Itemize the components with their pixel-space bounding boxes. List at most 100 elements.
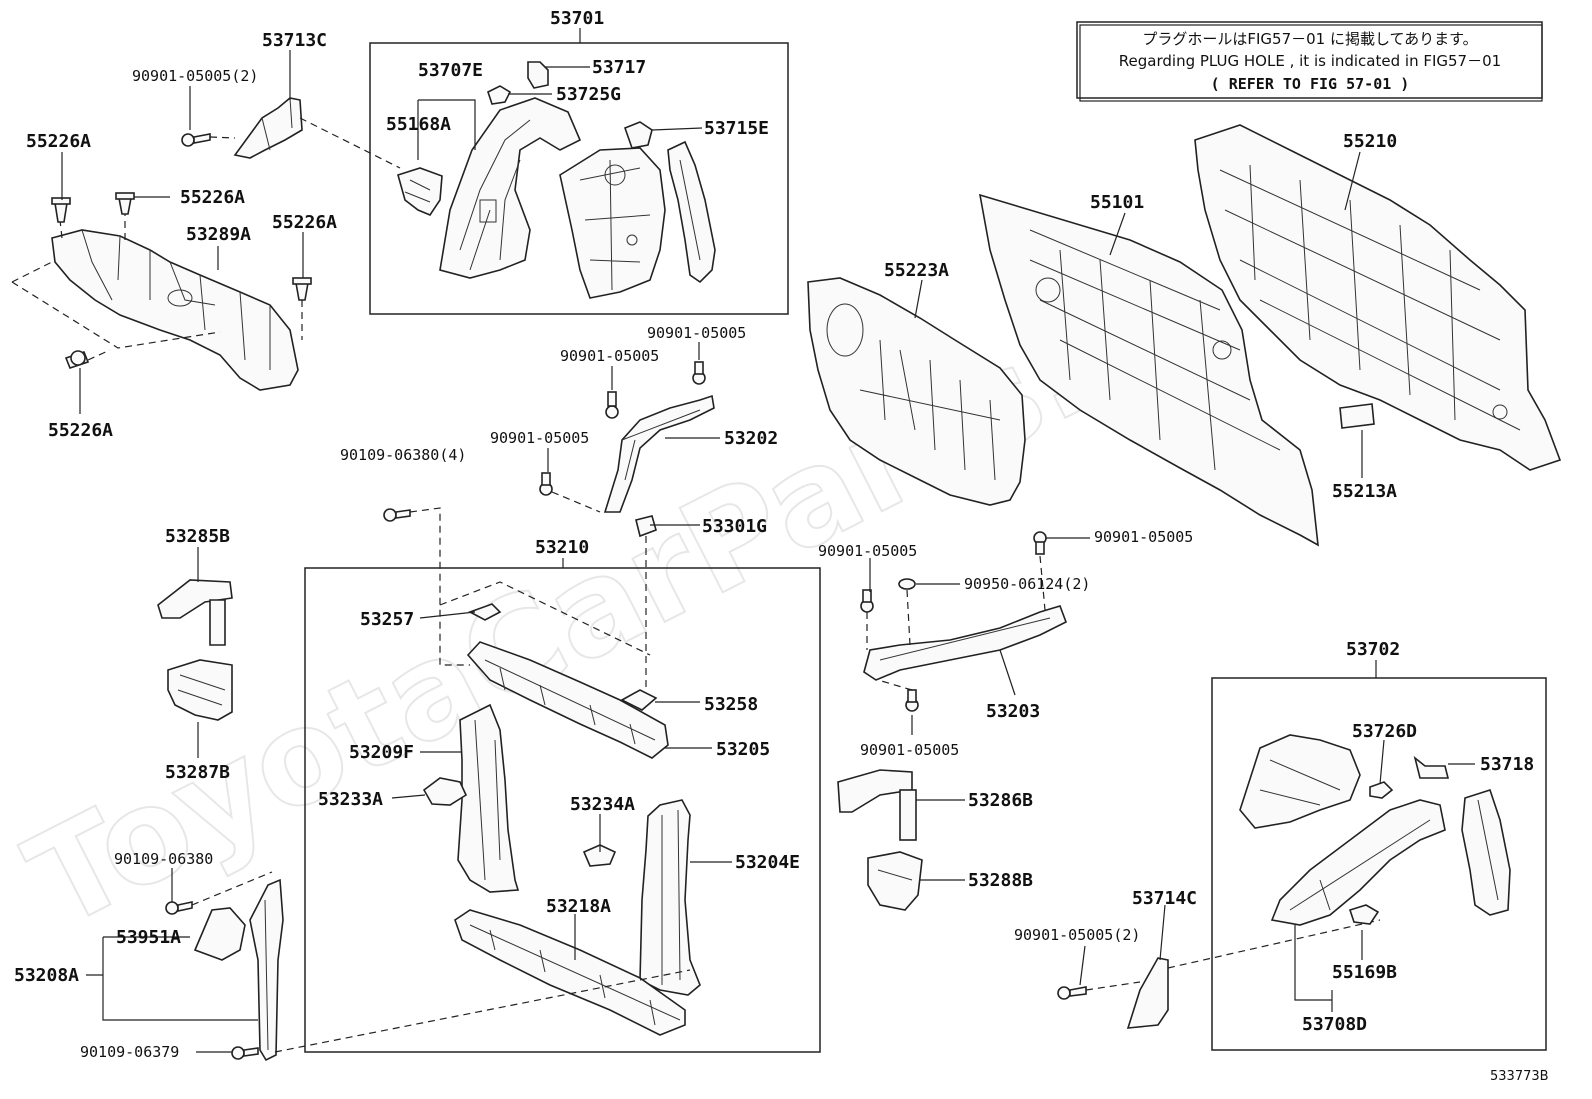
bolt-53202-a[interactable] bbox=[605, 391, 619, 419]
part-53208a[interactable] bbox=[249, 878, 284, 1062]
label-90109-06379: 90109-06379 bbox=[80, 1043, 179, 1061]
part-53951a[interactable] bbox=[193, 907, 246, 961]
note-line-2: Regarding PLUG HOLE , it is indicated in… bbox=[1119, 52, 1501, 70]
label-53301g: 53301G bbox=[702, 516, 767, 537]
label-53713c: 53713C bbox=[262, 30, 327, 51]
figure-code: 533773B bbox=[1490, 1069, 1549, 1084]
part-53715e-panel[interactable] bbox=[559, 147, 666, 299]
label-90901-05005-2b: 90901-05005(2) bbox=[1014, 926, 1140, 944]
part-labels: 53713C 90901-05005(2) 55226A 55226A 5328… bbox=[14, 8, 1534, 1061]
bolt-53203-right[interactable] bbox=[1033, 531, 1047, 555]
label-55226a-3: 55226A bbox=[272, 212, 337, 233]
label-55168a: 55168A bbox=[386, 114, 451, 135]
label-90901-05005-c: 90901-05005 bbox=[490, 429, 589, 447]
label-53203: 53203 bbox=[986, 701, 1040, 722]
label-55101: 55101 bbox=[1090, 192, 1144, 213]
clip-55226a-4[interactable] bbox=[64, 350, 90, 369]
part-53708d[interactable] bbox=[1270, 799, 1446, 926]
part-53718[interactable] bbox=[1413, 755, 1450, 779]
bolt-90109-06380-4[interactable] bbox=[383, 508, 411, 522]
part-55213a[interactable] bbox=[1339, 403, 1375, 429]
label-53209f: 53209F bbox=[349, 742, 414, 763]
part-55169b[interactable] bbox=[1348, 904, 1380, 925]
label-53208a: 53208A bbox=[14, 965, 79, 986]
label-90901-05005-f: 90901-05005 bbox=[860, 741, 959, 759]
part-53289a[interactable] bbox=[51, 229, 299, 391]
bolt-53202-c[interactable] bbox=[539, 472, 553, 496]
part-53717[interactable] bbox=[527, 61, 549, 89]
part-53286b[interactable] bbox=[837, 769, 917, 841]
part-53726d[interactable] bbox=[1369, 781, 1394, 799]
part-55168a[interactable] bbox=[397, 167, 443, 216]
part-53702-inner[interactable] bbox=[1239, 734, 1361, 829]
part-55210[interactable] bbox=[1194, 124, 1562, 471]
clip-55226a-1[interactable] bbox=[51, 197, 71, 223]
label-53701: 53701 bbox=[550, 8, 604, 29]
part-53714c[interactable] bbox=[1126, 957, 1169, 1029]
label-53714c: 53714C bbox=[1132, 888, 1197, 909]
plug-hole-note: プラグホールはFIG57－01 に掲載してあります。 Regarding PLU… bbox=[1076, 21, 1543, 102]
group-box-53701 bbox=[369, 42, 789, 315]
clip-55226a-3[interactable] bbox=[292, 277, 312, 301]
bolt-90109-06379[interactable] bbox=[231, 1046, 259, 1060]
label-53257: 53257 bbox=[360, 609, 414, 630]
part-53218a[interactable] bbox=[454, 909, 686, 1036]
label-53205: 53205 bbox=[716, 739, 770, 760]
part-53203[interactable] bbox=[863, 605, 1068, 681]
part-53202[interactable] bbox=[603, 394, 715, 513]
part-53725g[interactable] bbox=[487, 85, 512, 105]
bolt-90901-05005-top-left[interactable] bbox=[181, 133, 211, 147]
label-53715e: 53715E bbox=[704, 118, 769, 139]
part-53287b[interactable] bbox=[167, 659, 233, 721]
part-53288b[interactable] bbox=[867, 851, 923, 911]
part-53233a[interactable] bbox=[422, 777, 468, 806]
part-53301g[interactable] bbox=[635, 515, 657, 538]
clip-55226a-2[interactable] bbox=[115, 192, 135, 215]
label-53717: 53717 bbox=[592, 57, 646, 78]
part-53204e[interactable] bbox=[639, 799, 701, 996]
washer-90950-06124[interactable] bbox=[898, 578, 916, 590]
part-53713c[interactable] bbox=[233, 97, 303, 159]
label-53707e: 53707E bbox=[418, 60, 483, 81]
label-55210: 55210 bbox=[1343, 131, 1397, 152]
part-53257[interactable] bbox=[468, 603, 502, 621]
label-55169b: 55169B bbox=[1332, 962, 1397, 983]
label-53708d: 53708D bbox=[1302, 1014, 1367, 1035]
note-line-3: ( REFER TO FIG 57-01 ) bbox=[1211, 75, 1410, 93]
group-box-53702 bbox=[1211, 677, 1547, 1051]
part-53234a[interactable] bbox=[582, 844, 617, 867]
part-53702-rail[interactable] bbox=[1461, 788, 1511, 916]
part-53715e[interactable] bbox=[623, 121, 653, 149]
part-53707e[interactable] bbox=[439, 97, 582, 279]
label-53233a: 53233A bbox=[318, 789, 383, 810]
label-55213a: 55213A bbox=[1332, 481, 1397, 502]
label-55226a-1: 55226A bbox=[26, 131, 91, 152]
label-53289a: 53289A bbox=[186, 224, 251, 245]
label-53234a: 53234A bbox=[570, 794, 635, 815]
part-53285b[interactable] bbox=[157, 579, 233, 646]
part-53258[interactable] bbox=[620, 689, 658, 711]
part-55101[interactable] bbox=[978, 193, 1319, 547]
part-53715e-rail[interactable] bbox=[667, 140, 716, 284]
label-53204e: 53204E bbox=[735, 852, 800, 873]
bolt-53203-left[interactable] bbox=[860, 589, 874, 613]
part-53205[interactable] bbox=[466, 641, 669, 759]
label-53202: 53202 bbox=[724, 428, 778, 449]
label-90901-05005-2a: 90901-05005(2) bbox=[132, 67, 258, 85]
label-53218a: 53218A bbox=[546, 896, 611, 917]
bolt-53203-bottom[interactable] bbox=[905, 689, 919, 712]
label-53718: 53718 bbox=[1480, 754, 1534, 775]
bolt-53202-b[interactable] bbox=[692, 361, 706, 385]
label-53287b: 53287B bbox=[165, 762, 230, 783]
note-line-1: プラグホールはFIG57－01 に掲載してあります。 bbox=[1142, 30, 1477, 48]
part-55223a[interactable] bbox=[807, 277, 1026, 506]
label-55223a: 55223A bbox=[884, 260, 949, 281]
label-53210: 53210 bbox=[535, 537, 589, 558]
label-53951a: 53951A bbox=[116, 927, 181, 948]
part-53209f[interactable] bbox=[457, 703, 520, 893]
label-90901-05005-b: 90901-05005 bbox=[560, 347, 659, 365]
bolt-90901-05005-2b[interactable] bbox=[1057, 986, 1087, 1000]
label-53285b: 53285B bbox=[165, 526, 230, 547]
leader-lines bbox=[61, 28, 1475, 1053]
